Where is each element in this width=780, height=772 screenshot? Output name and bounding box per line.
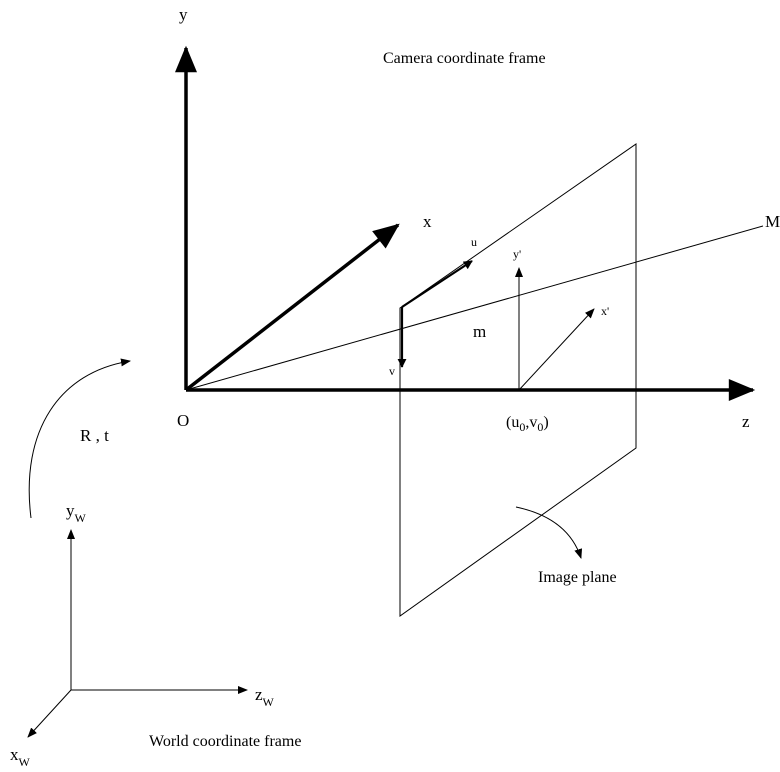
camera-z-label: z bbox=[742, 412, 750, 431]
world-frame-caption: World coordinate frame bbox=[149, 733, 301, 750]
origin-label: O bbox=[177, 411, 189, 430]
world-x-axis bbox=[27, 689, 72, 738]
world-z-label: zW bbox=[255, 685, 275, 709]
image-u-axis bbox=[401, 260, 473, 308]
world-y-label: yW bbox=[66, 501, 87, 525]
x-prime-label: x' bbox=[601, 304, 609, 318]
camera-frame-caption: Camera coordinate frame bbox=[383, 50, 546, 67]
image-plane-pointer-arrow bbox=[515, 506, 583, 559]
principal-point-label: (u0,v0) bbox=[506, 414, 549, 434]
u-label: u bbox=[471, 235, 477, 249]
projection-ray bbox=[185, 225, 764, 391]
transform-label: R , t bbox=[80, 426, 109, 445]
camera-x-label: x bbox=[423, 212, 432, 231]
scene-point-label: M bbox=[765, 212, 780, 231]
world-x-label: xW bbox=[10, 745, 31, 769]
image-plane bbox=[399, 143, 637, 617]
v-label: v bbox=[389, 364, 395, 378]
image-point-label: m bbox=[473, 322, 486, 341]
camera-x-axis bbox=[184, 223, 400, 392]
transform-arrow bbox=[28, 358, 131, 519]
camera-y-label: y bbox=[179, 5, 188, 24]
image-x-prime-axis bbox=[518, 308, 595, 391]
y-prime-label: y' bbox=[513, 247, 521, 261]
image-plane-caption: Image plane bbox=[538, 569, 617, 586]
